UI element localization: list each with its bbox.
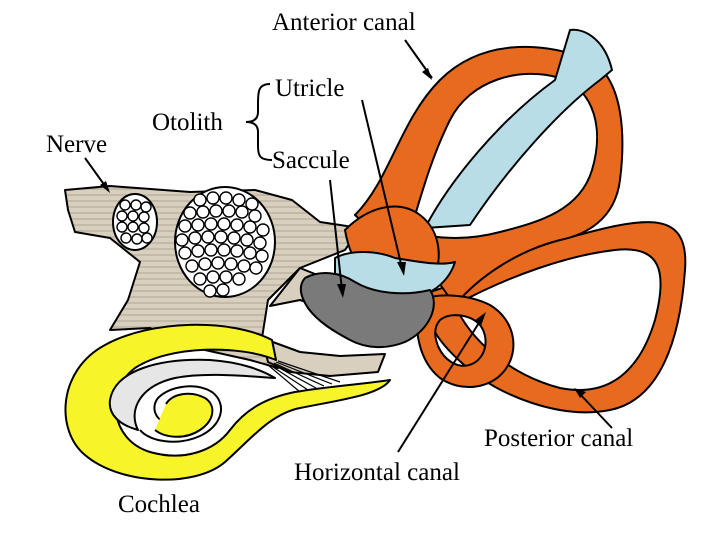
horizontal-canal-pointer (397, 317, 483, 453)
posterior-canal-pointer (577, 391, 613, 429)
saccule-pointer (329, 179, 343, 291)
posterior-canal-arrowhead (574, 388, 586, 398)
cochlear-nerve-fibres (267, 360, 341, 393)
horizontal-canal-arrowhead (474, 312, 486, 326)
utricle-arrowhead (397, 262, 406, 276)
label-posterior-canal: Posterior canal (484, 425, 633, 452)
nerve-arrowhead (100, 181, 110, 193)
nerve-bundle-small (112, 193, 158, 251)
label-anterior-canal: Anterior canal (272, 9, 416, 36)
cochlea (64, 323, 391, 481)
label-cochlea: Cochlea (118, 491, 200, 518)
label-saccule: Saccule (272, 147, 350, 174)
saccule-arrowhead (337, 284, 346, 298)
label-horizontal-canal: Horizontal canal (294, 459, 460, 486)
otolith-brace (245, 83, 273, 161)
anterior-canal-arrowhead (422, 68, 432, 80)
saccule (299, 272, 435, 348)
label-utricle: Utricle (275, 75, 344, 102)
pointer-lines (84, 39, 613, 453)
utricle-pointer (361, 99, 403, 269)
label-otolith: Otolith (152, 109, 223, 136)
nerve-bundle-large (174, 186, 276, 298)
label-nerve: Nerve (46, 131, 107, 158)
